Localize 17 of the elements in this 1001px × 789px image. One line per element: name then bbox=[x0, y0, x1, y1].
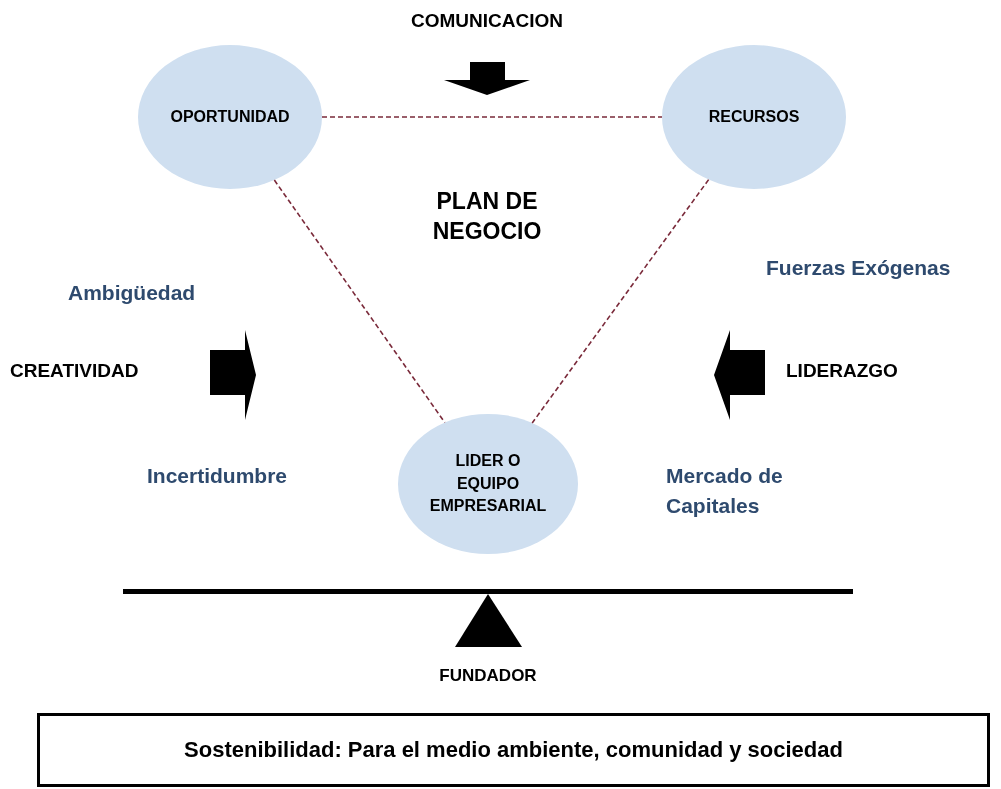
node-text: OPORTUNIDAD bbox=[170, 106, 290, 127]
node-text: LIDER O EQUIPO EMPRESARIAL bbox=[428, 451, 548, 517]
text-label: PLAN DE NEGOCIO bbox=[431, 187, 543, 246]
text-label: CREATIVIDAD bbox=[10, 360, 140, 383]
connector-line bbox=[273, 179, 446, 424]
connector-line bbox=[531, 178, 710, 424]
text-label: LIDERAZGO bbox=[786, 360, 899, 383]
text-label: Incertidumbre bbox=[147, 463, 289, 489]
text-label: FUNDADOR bbox=[438, 666, 538, 687]
text-label: COMUNICACION bbox=[410, 10, 564, 33]
text-box bbox=[37, 713, 990, 787]
connector-line bbox=[321, 116, 663, 118]
node-text: Sostenibilidad: Para el medio ambiente, comunidad y sociedad bbox=[184, 735, 843, 764]
text-label: Ambigüedad bbox=[68, 280, 197, 306]
text-label: Fuerzas Exógenas bbox=[766, 255, 952, 281]
text-label: Mercado de Capitales bbox=[666, 463, 784, 520]
node-text: RECURSOS bbox=[708, 106, 800, 127]
